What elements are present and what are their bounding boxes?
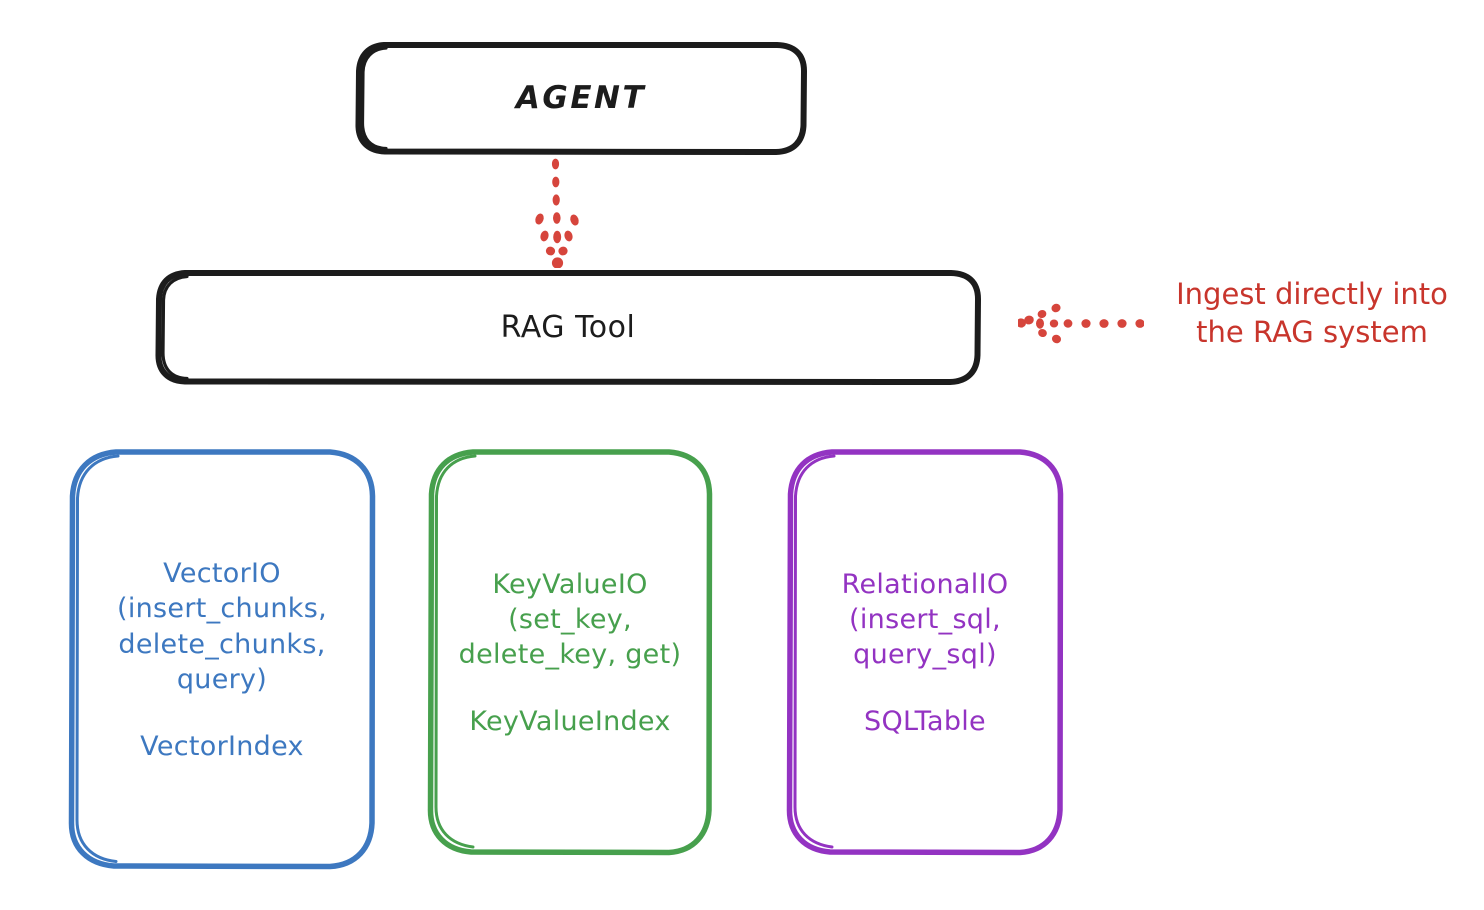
node-vector-io[interactable]: VectorIO (insert_chunks, delete_chunks, … [68,448,376,870]
node-rag-tool-label: RAG Tool [500,309,636,345]
node-relational-io-index-label: SQLTable [864,706,986,738]
connector-agent-to-rag-tool-arrow [535,158,579,269]
node-rag-tool[interactable]: RAG Tool [155,268,981,386]
annotation-ingest-into-rag: Ingest directly into the RAG system [1176,277,1448,349]
node-key-value-io-index-label: KeyValueIndex [469,706,671,738]
node-agent-label: AGENT [515,80,647,116]
node-vector-io-api-label: VectorIO (insert_chunks, delete_chunks, … [117,558,327,695]
node-vector-io-index-label: VectorIndex [140,730,304,762]
node-agent[interactable]: AGENT [355,40,807,156]
node-relational-io[interactable]: RelationalIO (insert_sql, query_sql) SQL… [786,448,1064,856]
connector-ingest-arrow [1018,303,1144,344]
node-key-value-io-api-label: KeyValueIO (set_key, delete_key, get) [458,568,682,671]
node-relational-io-api-label: RelationalIO (insert_sql, query_sql) [841,568,1009,671]
node-key-value-io[interactable]: KeyValueIO (set_key, delete_key, get) Ke… [427,448,713,856]
